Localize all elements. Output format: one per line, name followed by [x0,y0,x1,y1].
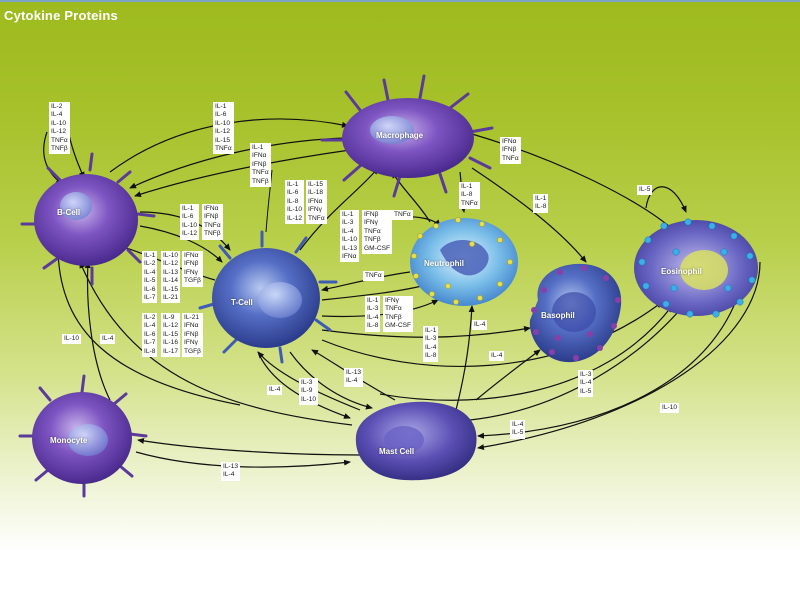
eosinophil-label: Eosinophil [661,267,702,276]
cytokine-label-neut-a: IL-1 IL-3 IL-4 IL-10 IL-13 IFNα [340,210,360,263]
arrow-bcell-tcell-2 [139,225,223,263]
cytokine-label-tcell-low-c2: IL-9 IL-12 IL-15 IL-16 IL-17 [161,313,181,358]
diagram-title: Cytokine Proteins [4,8,118,23]
cytokine-label-tcell-mast: IL-3 IL-9 IL-10 [299,378,319,406]
cytokine-label-il4-baso: IL-4 [489,351,505,362]
macrophage-cell [320,74,494,198]
cytokine-label-tcell-baso: IL-1 IL-3 IL-4 IL-8 [423,326,439,362]
arrow-eos-mast-2 [477,281,743,439]
arrow-eos-mast [477,261,761,450]
monocyte-label: Monocyte [50,436,88,445]
arrow-tcell-to-mac [299,167,379,251]
cytokine-label-mac-eos: IFNα IFNβ TNFα [500,137,521,165]
cytokine-label-tcell-b-c3: IFNα IFNβ IFNγ TGFβ [182,251,203,287]
cytokine-label-eos-self: IL-5 [637,185,653,196]
cytokine-label-bcell-tcell-b: IFNα IFNβ TNFα TNFβ [202,204,223,240]
cytokine-label-mac-bcell: IL-1 IFNα IFNβ TNFα TNFβ [250,143,271,188]
arrow-tcell-eos [321,301,663,367]
arrow-tcell-up [265,169,273,233]
cytokine-label-bcell-tcell-a: IL-1 IL-6 IL-10 IL-12 [180,204,200,240]
cytokine-label-tcell-low-c1: IL-2 IL-4 IL-6 IL-7 IL-8 [142,313,158,358]
arrow-eos-self [645,186,687,213]
cytokine-label-tcell-neut-b: IFNγ TNFα TNFβ GM-CSF [383,296,414,332]
cytokine-label-mast-eos-a: IL-3 IL-4 IL-5 [578,370,594,398]
cytokine-label-bcell-mac: IL-1 IL-6 IL-10 IL-12 IL-15 TNFα [213,102,234,155]
macrophage-label: Macrophage [376,131,424,140]
bcell-label: B-Cell [57,208,81,217]
cytokine-label-tcell-low-c3: IL-21 IFNα IFNβ IFNγ TGFβ [182,313,203,358]
bcell-cell [20,152,156,286]
cytokine-label-tcell-b-c2: IL-10 IL-12 IL-13 IL-14 IL-15 IL-21 [161,251,181,304]
cytokine-label-il4-neut: IL-4 [472,320,488,331]
cytokine-label-mast-eos-b: IL-4 IL-5 [510,420,526,439]
mast-cell-label: Mast Cell [379,447,415,456]
cytokine-label-mono-mast: IL-13 IL-4 [221,462,241,481]
cytokine-label-tcell-neut-a: IL-1 IL-3 IL-4 IL-8 [365,296,381,332]
cytokine-label-il4-left: IL-4 [100,334,116,345]
eosinophil-cell [634,218,758,318]
arrow-mast-baso [475,349,541,401]
arrow-mac-baso [471,167,587,263]
tcell-cell [198,230,338,364]
cytokine-label-tcell-b-c1: IL-1 IL-2 IL-4 IL-5 IL-6 IL-7 [142,251,158,304]
cytokine-label-tcell-up-a: IL-1 IL-6 IL-8 IL-10 IL-12 [285,180,305,225]
cytokine-label-tnfa-2: TNFα [363,271,384,282]
arrow-mast-eos-2 [379,305,673,401]
neutrophil-cell [410,217,518,306]
arrow-mast-tcell [257,351,361,411]
arrow-mast-eos [469,297,691,421]
arrow-to-bcell-left [84,261,111,401]
mast-cell [355,401,477,481]
arrow-mast-tcell-2 [311,349,396,401]
cytokine-label-il13-il4: IL-13 IL-4 [344,368,364,387]
arrow-bcell-self-2 [67,129,85,179]
tcell-label: T-Cell [231,298,253,307]
arrow-bcell-down [57,249,241,406]
cytokine-label-il10-right: IL-10 [660,403,680,414]
arrow-mast-neut [455,305,475,411]
cytokine-label-il10-left: IL-10 [62,334,82,345]
arrow-mast-left [79,261,353,426]
cytokine-label-il4-tcell: IL-4 [267,385,283,396]
arrow-mono-mast-2 [137,437,361,456]
top-border [0,0,800,2]
arrow-mac-to-bcell-2 [134,149,351,198]
cytokine-label-mac-neut: IL-1 IL-8 TNFα [459,182,480,210]
monocyte-cell [18,374,148,498]
arrow-mono-mast [135,451,351,468]
neutrophil-label: Neutrophil [424,259,464,268]
cytokine-label-tcell-up-b: IL-15 IL-18 IFNα IFNγ TNFα [306,180,327,225]
basophil-label: Basophil [541,311,575,320]
arrow-bcell-self [43,131,63,185]
cytokine-label-tnfa-1: TNFα [392,210,413,221]
cytokine-label-bcell-self: IL-2 IL-4 IL-10 IL-12 TNFα TNFβ [49,102,70,155]
arrow-tcell-mast-2 [289,351,373,410]
arrow-tcell-mast [257,351,351,419]
basophil-cell [529,263,622,363]
cytokine-label-mac-baso: IL-1 IL-8 [533,194,549,213]
cytokine-label-neut-b: IFNβ IFNγ TNFα TNFβ GM-CSF [362,210,393,255]
